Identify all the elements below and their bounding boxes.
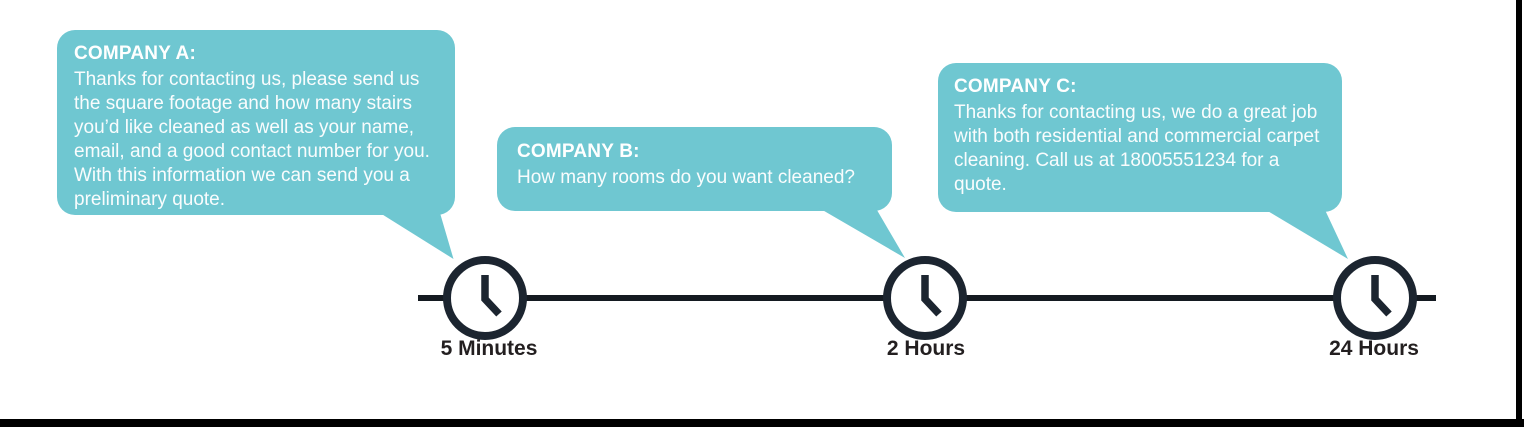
clock-icon xyxy=(1333,256,1417,340)
speech-bubble-company-a: COMPANY A: Thanks for contacting us, ple… xyxy=(57,30,455,215)
speech-bubble-company-b: COMPANY B: How many rooms do you want cl… xyxy=(497,127,892,211)
speech-bubble-company-c: COMPANY C: Thanks for contacting us, we … xyxy=(938,63,1342,212)
clock-icon xyxy=(883,256,967,340)
bubble-title-company-c: COMPANY C: xyxy=(954,76,1077,97)
bubble-message-company-c: Thanks for contacting us, we do a great … xyxy=(954,102,1320,195)
time-label-5-minutes: 5 Minutes xyxy=(440,337,538,360)
time-label-24-hours: 24 Hours xyxy=(1329,337,1419,360)
frame-border-bottom xyxy=(0,419,1524,427)
bubble-title-company-a: COMPANY A: xyxy=(74,43,196,64)
bubble-title-company-b: COMPANY B: xyxy=(517,141,640,162)
bubble-message-company-b: How many rooms do you want cleaned? xyxy=(517,167,855,188)
frame-border-right xyxy=(1516,0,1522,427)
clock-icon xyxy=(443,256,527,340)
time-label-2-hours: 2 Hours xyxy=(886,337,966,360)
bubble-message-company-a: Thanks for contacting us, please send us… xyxy=(74,69,430,210)
